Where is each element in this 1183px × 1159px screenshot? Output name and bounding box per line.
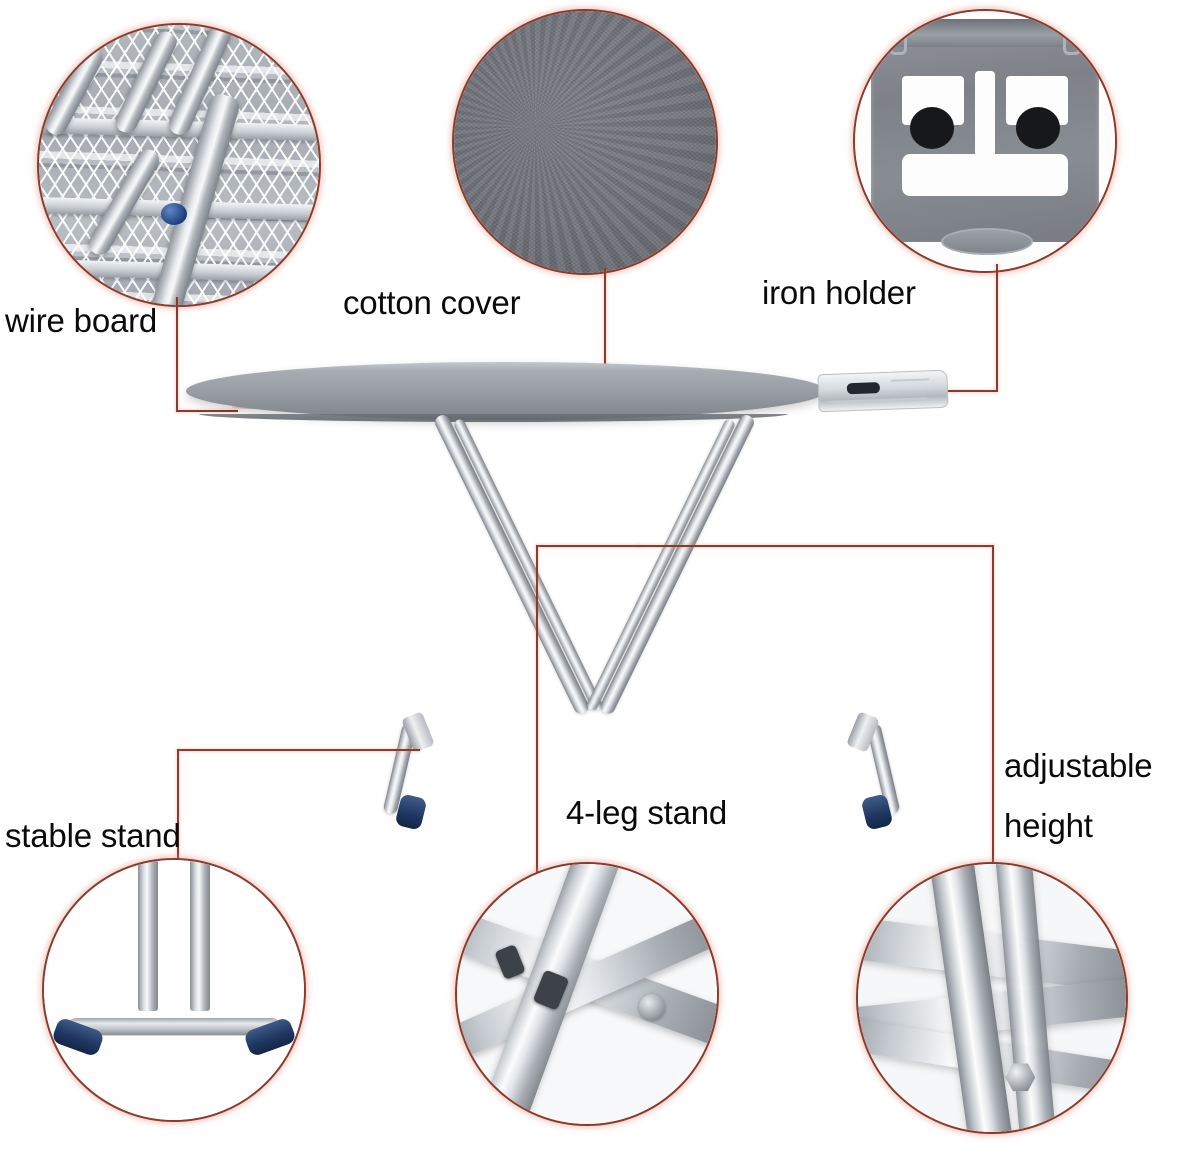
leg-front-left <box>432 412 591 716</box>
leader-line-wire-board-vertical <box>176 297 178 412</box>
callout-label-iron-holder: iron holder <box>762 274 916 311</box>
callout-label-adjustable-height-line1: adjustable <box>1004 747 1153 784</box>
crossing-tubes-icon <box>457 864 717 1124</box>
callout-label-stable-stand: stable stand <box>5 817 181 854</box>
callout-circle-stable-stand <box>42 858 306 1122</box>
callout-circle-cotton-cover <box>452 9 718 275</box>
callout-circle-adjustable-height <box>856 862 1128 1134</box>
callout-circle-iron-holder <box>853 9 1117 273</box>
leader-line-adjustable-height-vertical <box>992 545 994 875</box>
leader-line-wire-board-horizontal <box>176 410 238 412</box>
leg-rear-left <box>452 417 604 712</box>
leg-rear-right <box>585 417 737 712</box>
callout-label-cotton-cover: cotton cover <box>343 284 521 321</box>
callout-circle-four-leg-stand <box>455 862 719 1126</box>
leader-line-stable-stand-horizontal <box>177 749 420 751</box>
callout-label-wire-board: wire board <box>5 302 158 339</box>
iron-rest-tray <box>817 369 949 413</box>
iron-rest-plate-icon <box>855 11 1115 271</box>
callout-label-adjustable-height-line2: height <box>1004 806 1093 844</box>
callout-label-four-leg-stand: 4-leg stand <box>566 794 728 831</box>
leader-line-adjustable-height-horizontal <box>636 545 993 547</box>
leg-front-right <box>598 412 757 716</box>
height-rack-icon <box>858 864 1126 1132</box>
leader-line-four-leg-vertical <box>536 545 538 875</box>
curved-base-bar-icon <box>44 860 304 1120</box>
leader-line-four-leg-horizontal <box>536 545 640 547</box>
leader-line-stable-stand-vertical <box>177 749 179 871</box>
fabric-swatch-icon <box>454 11 716 273</box>
callout-circle-wire-board <box>37 23 321 307</box>
leader-line-cotton-cover <box>604 268 606 386</box>
mesh-grid-icon <box>39 25 319 305</box>
callout-label-adjustable-height: adjustable height <box>1004 748 1183 843</box>
board-surface <box>186 362 826 422</box>
leader-line-iron-holder-vertical <box>996 264 998 391</box>
